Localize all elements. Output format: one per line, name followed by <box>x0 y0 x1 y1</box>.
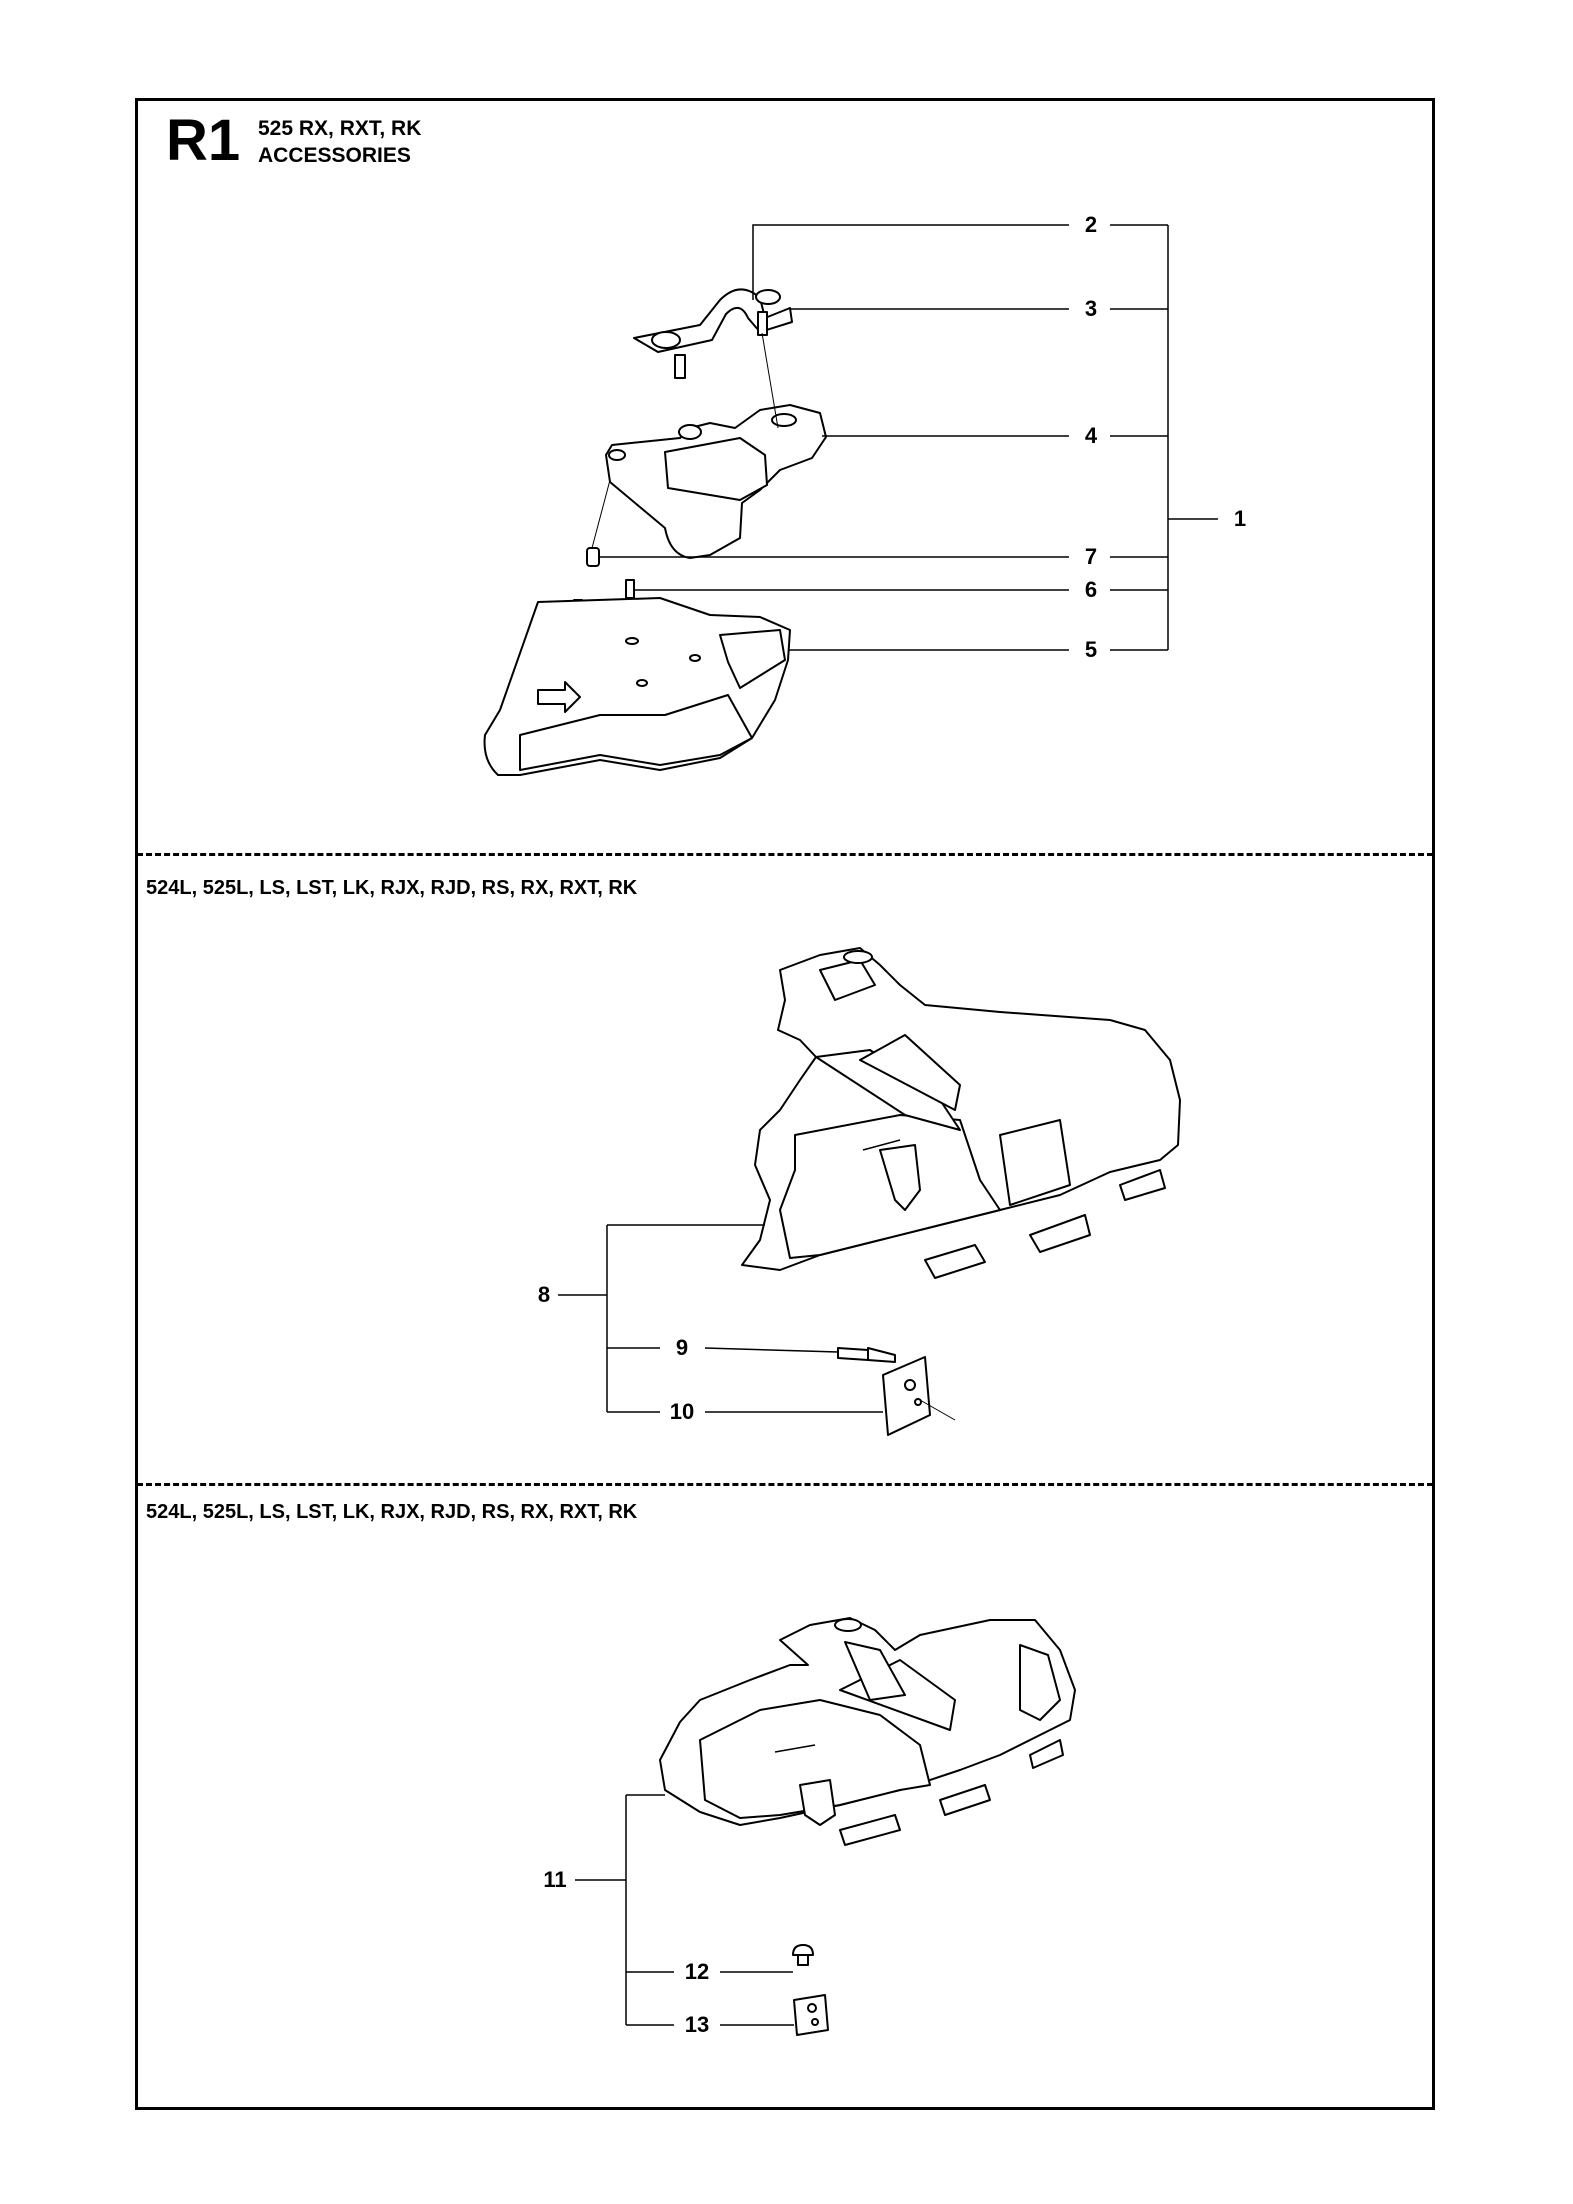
callout-9: 9 <box>676 1335 688 1360</box>
section-1-parts <box>483 288 827 776</box>
callout-2: 2 <box>1085 212 1097 237</box>
callout-3: 3 <box>1085 296 1097 321</box>
callout-5: 5 <box>1085 637 1097 662</box>
screw-part-12 <box>792 1944 814 1966</box>
callout-4: 4 <box>1085 423 1098 448</box>
section-2-leaders <box>558 1224 956 1421</box>
guard-part <box>483 597 791 776</box>
trimmer-guard-part-11 <box>659 1617 1076 1846</box>
callout-8: 8 <box>538 1282 550 1307</box>
callout-labels: 2 3 4 1 7 6 5 8 9 10 11 12 13 <box>538 212 1246 2037</box>
clamp-base-part <box>605 404 827 559</box>
callout-13: 13 <box>685 2012 709 2037</box>
screw-part-9 <box>837 1347 896 1363</box>
diagram-frame <box>135 98 1435 2110</box>
trimmer-guard-part-8 <box>741 947 1181 1279</box>
callout-10: 10 <box>670 1399 694 1424</box>
page-code: R1 <box>166 108 241 173</box>
page-title: ACCESSORIES <box>258 144 411 167</box>
section-2-parts <box>741 947 1181 1436</box>
section-3-models: 524L, 525L, LS, LST, LK, RJX, RJD, RS, R… <box>146 1501 638 1523</box>
section-divider-2 <box>137 1483 1433 1486</box>
section-3-parts <box>659 1617 1076 2036</box>
plate-part-13 <box>793 1994 829 2036</box>
plate-part-10 <box>882 1356 931 1436</box>
clamp-part <box>633 288 793 379</box>
section-2-models: 524L, 525L, LS, LST, LK, RJX, RJD, RS, R… <box>146 877 638 899</box>
section-3-leaders <box>575 1794 794 2026</box>
section-divider-1 <box>137 853 1433 856</box>
callout-1: 1 <box>1234 506 1246 531</box>
spacer-part <box>586 547 600 567</box>
section-1-leaders <box>591 224 1218 651</box>
callout-11: 11 <box>543 1867 566 1892</box>
screw-part-a <box>625 579 635 599</box>
callout-6: 6 <box>1085 577 1097 602</box>
model-title: 525 RX, RXT, RK <box>258 117 422 140</box>
callout-7: 7 <box>1085 544 1097 569</box>
callout-12: 12 <box>685 1959 709 1984</box>
